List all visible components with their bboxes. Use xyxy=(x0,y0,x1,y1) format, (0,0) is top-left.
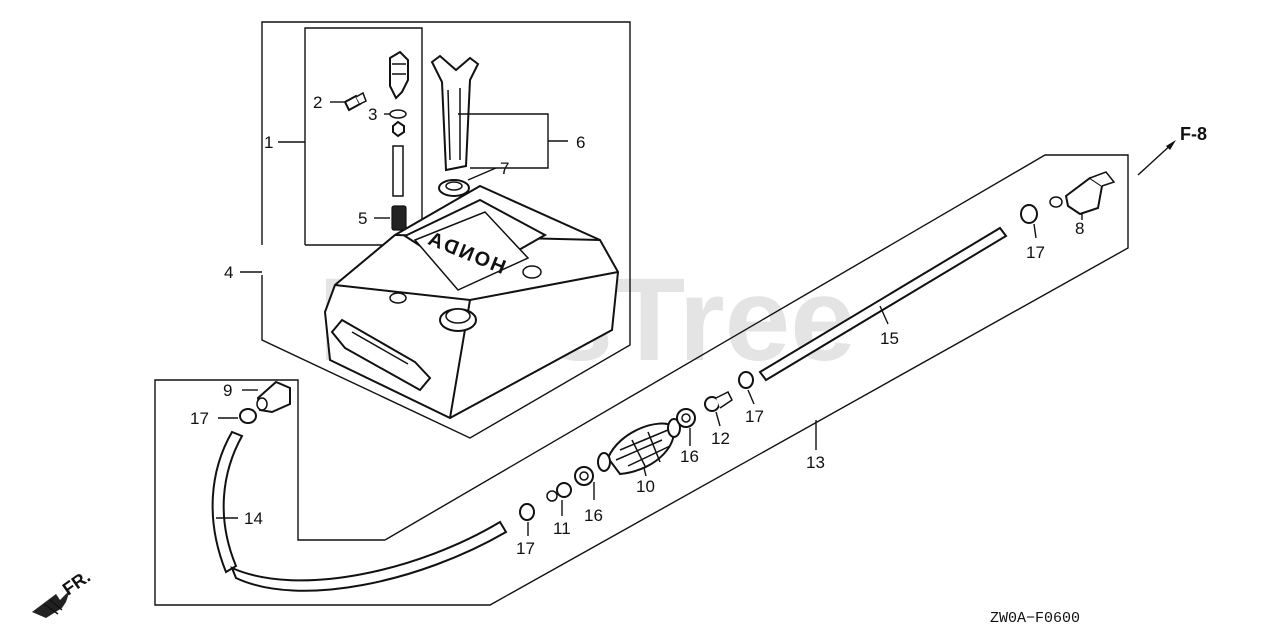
part-fitting-top xyxy=(389,50,409,100)
part-primer-bulb-10 xyxy=(597,418,681,476)
reference-arrow xyxy=(1166,140,1176,150)
part-nut-16-right xyxy=(676,408,696,428)
part-screw xyxy=(343,91,367,112)
callout-15: 15 xyxy=(880,329,899,348)
callout-2: 2 xyxy=(313,93,322,112)
leader-lines xyxy=(216,101,1175,536)
callout-5: 5 xyxy=(358,209,367,228)
callout-11: 11 xyxy=(553,519,571,538)
reference-label: F-8 xyxy=(1180,124,1207,144)
part-fitting-9 xyxy=(256,380,291,414)
front-marker: FR. xyxy=(59,566,94,599)
callout-17-bottom: 17 xyxy=(516,539,535,558)
figure-code: ZW0A−F0600 xyxy=(990,610,1080,627)
part-tube-short xyxy=(392,145,404,197)
part-tube-15 xyxy=(758,226,1008,382)
callout-10: 10 xyxy=(636,477,655,496)
part-nut-16-left xyxy=(574,466,594,486)
callout-12: 12 xyxy=(711,429,730,448)
callout-13: 13 xyxy=(806,453,825,472)
part-washer-small xyxy=(389,109,407,138)
callout-17-mid: 17 xyxy=(745,407,764,426)
part-strainer xyxy=(430,54,480,172)
callout-17-top: 17 xyxy=(1026,243,1045,262)
callout-14: 14 xyxy=(244,509,263,528)
callout-1: 1 xyxy=(264,133,273,152)
callout-4: 4 xyxy=(224,263,233,282)
frame-assembly-4 xyxy=(261,21,631,439)
part-connector-8 xyxy=(1049,171,1116,216)
part-washer-17-mid xyxy=(738,371,754,389)
front-arrow xyxy=(32,590,70,618)
callout-8: 8 xyxy=(1075,219,1084,238)
callout-17-left: 17 xyxy=(190,409,209,428)
callout-6: 6 xyxy=(576,133,585,152)
part-valve-11 xyxy=(546,482,572,502)
part-valve-12 xyxy=(704,390,733,412)
fuel-tank: HONDA xyxy=(323,184,620,420)
callout-16-left: 16 xyxy=(584,506,603,525)
part-oring xyxy=(438,179,470,197)
part-hose-14 xyxy=(211,430,508,592)
callout-16-right: 16 xyxy=(680,447,699,466)
part-filter xyxy=(391,205,407,231)
part-washer-17-left xyxy=(239,408,257,424)
part-washer-17-top xyxy=(1020,204,1038,224)
frame-assembly-13 xyxy=(154,154,1129,606)
part-washer-17-bottom xyxy=(519,503,535,521)
callout-3: 3 xyxy=(368,105,377,124)
callout-7: 7 xyxy=(500,159,509,178)
callout-9: 9 xyxy=(223,381,232,400)
